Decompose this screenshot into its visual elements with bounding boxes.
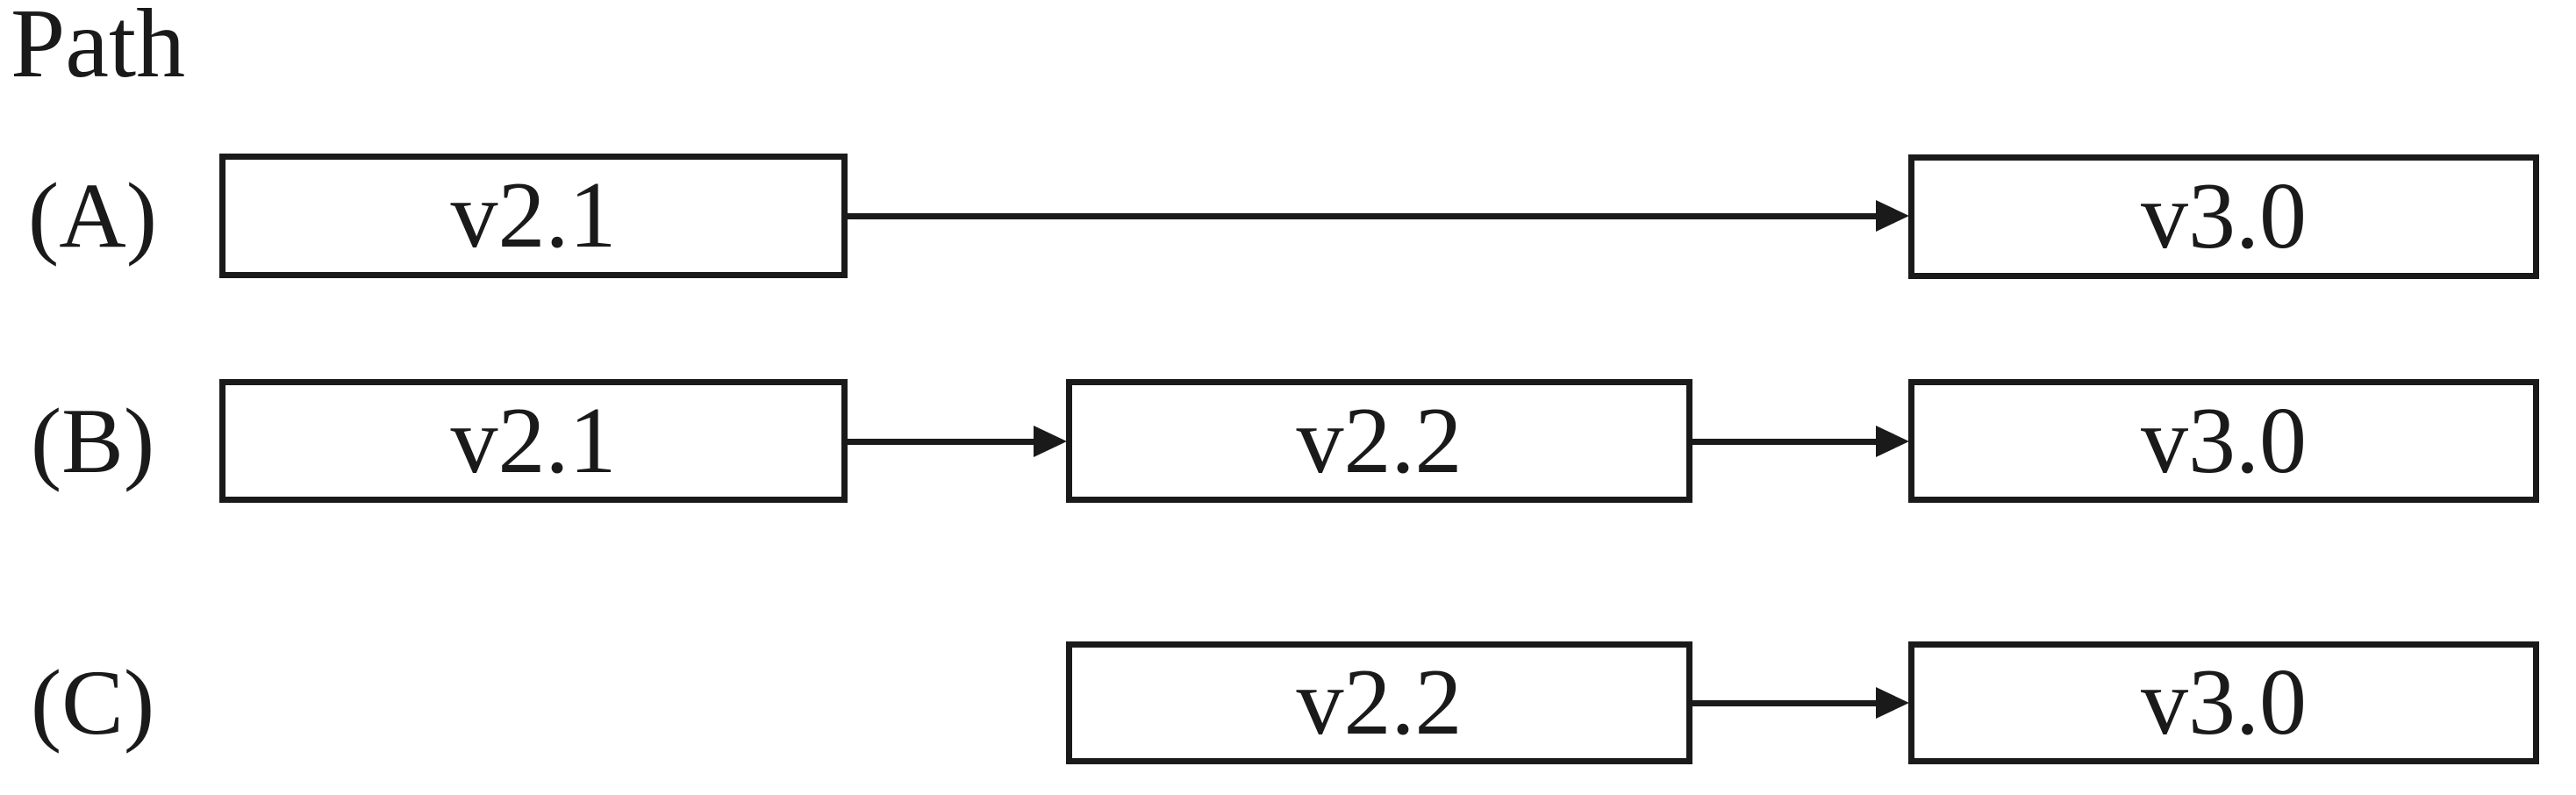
node-c-v3-0-label: v3.0 xyxy=(2141,650,2307,755)
arrowhead-right-icon xyxy=(1876,426,1909,457)
node-b-v2-1-label: v2.1 xyxy=(450,388,617,493)
arrowhead-right-icon xyxy=(1876,200,1909,232)
arrow-shaft xyxy=(846,438,1037,445)
arrow-shaft xyxy=(1691,438,1879,445)
node-b-v2-2: v2.2 xyxy=(1066,379,1692,503)
node-c-v2-2: v2.2 xyxy=(1066,641,1692,764)
diagram-title: Path xyxy=(11,0,186,98)
node-b-v2-2-label: v2.2 xyxy=(1296,388,1463,493)
row-label-b: (B) xyxy=(30,389,155,492)
node-a-v3-0-label: v3.0 xyxy=(2141,164,2307,269)
arrow-b-v2-1-to-v2-2 xyxy=(846,424,1067,459)
arrowhead-right-icon xyxy=(1034,426,1067,457)
node-b-v3-0: v3.0 xyxy=(1908,379,2539,503)
row-label-c: (C) xyxy=(30,651,155,754)
arrow-shaft xyxy=(846,212,1879,219)
node-a-v2-1-label: v2.1 xyxy=(450,163,617,268)
arrow-b-v2-2-to-v3-0 xyxy=(1691,424,1909,459)
node-a-v3-0: v3.0 xyxy=(1908,154,2539,279)
node-c-v3-0: v3.0 xyxy=(1908,641,2539,764)
node-b-v2-1: v2.1 xyxy=(219,379,848,503)
row-label-a: (A) xyxy=(27,164,158,267)
arrow-shaft xyxy=(1691,699,1879,706)
node-b-v3-0-label: v3.0 xyxy=(2141,388,2307,493)
arrowhead-right-icon xyxy=(1876,687,1909,719)
arrow-a-v2-1-to-v3-0 xyxy=(846,198,1909,233)
arrow-c-v2-2-to-v3-0 xyxy=(1691,685,1909,720)
node-a-v2-1: v2.1 xyxy=(219,154,848,278)
node-c-v2-2-label: v2.2 xyxy=(1296,650,1463,755)
